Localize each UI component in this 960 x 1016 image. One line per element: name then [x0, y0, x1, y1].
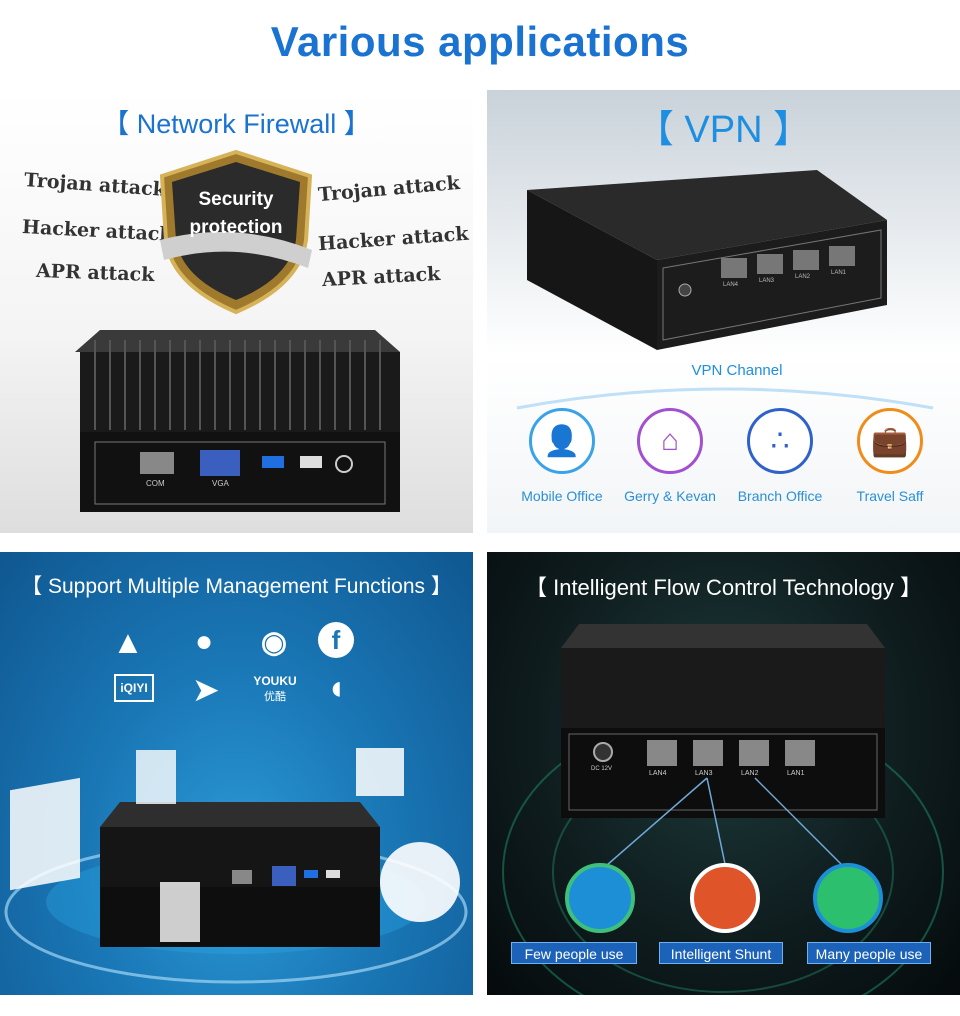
flow-lan-label-4: LAN4	[649, 770, 667, 777]
management-illustration	[4, 748, 468, 984]
house-icon: ⌂	[637, 408, 703, 474]
flow-control-panel: 【 Intelligent Flow Control Technology 】 …	[487, 552, 960, 995]
weibo-icon: ◉	[260, 625, 288, 659]
flow-caption-shunt: Intelligent Shunt	[659, 942, 783, 964]
flow-illustration	[502, 624, 944, 995]
flow-title: 【 Intelligent Flow Control Technology 】	[524, 575, 922, 600]
mini-pc-image	[75, 330, 400, 512]
flow-lan-label-1: LAN1	[787, 770, 805, 777]
iqiyi-icon: iQIYI	[114, 674, 154, 702]
management-panel: 【 Support Multiple Management Functions …	[0, 552, 473, 995]
vpn-lan-label-4: LAN4	[723, 282, 739, 288]
vpn-illustration	[527, 170, 887, 350]
port-label-com: COM	[146, 479, 165, 488]
network-firewall-panel: 【 Network Firewall 】 Trojan attack Hacke…	[0, 90, 473, 533]
penguin-icon: ▲	[112, 623, 144, 660]
vpn-lan-label-1: LAN1	[831, 270, 847, 276]
dc-label: DC 12V	[591, 766, 613, 772]
shield-text: Security protection	[189, 189, 283, 238]
luggage-person-icon: 💼	[857, 408, 923, 474]
mini-pc-image	[527, 170, 887, 350]
person-icon: 👤	[529, 408, 595, 474]
tencent-video-icon: ◖	[325, 668, 347, 707]
vpn-channel-line	[516, 387, 934, 410]
vpn-item-gerry-kevan: ⌂ Gerry & Kevan	[615, 408, 725, 504]
vpn-item-travel-saff: 💼 Travel Saff	[835, 408, 945, 504]
page-title: Various applications	[270, 18, 690, 65]
vpn-title: 【 VPN 】	[635, 109, 812, 151]
flow-lines	[598, 777, 850, 873]
intelligent-shunt-icon	[690, 863, 760, 933]
shield-icon	[159, 149, 313, 315]
vpn-item-branch-office: ∴ Branch Office	[725, 408, 835, 504]
facebook-icon: f	[318, 622, 354, 658]
many-people-icon	[813, 863, 883, 933]
wechat-icon: ●	[194, 625, 214, 658]
vpn-item-mobile-office: 👤 Mobile Office	[507, 408, 617, 504]
flow-lan-label-2: LAN2	[741, 770, 759, 777]
flow-lan-label-3: LAN3	[695, 770, 713, 777]
vpn-lan-label-2: LAN2	[795, 274, 811, 280]
flow-caption-few: Few people use	[511, 942, 637, 964]
youku-icon: YOUKU 优酷	[253, 674, 297, 703]
mini-pc-image	[100, 802, 380, 947]
flow-caption-many: Many people use	[807, 942, 931, 964]
few-people-icon	[565, 863, 635, 933]
vpn-channel-label: VPN Channel	[691, 362, 783, 379]
firewall-illustration	[75, 149, 400, 512]
mini-pc-image	[561, 624, 885, 818]
management-title: 【 Support Multiple Management Functions …	[21, 575, 452, 598]
bird-icon: ➤	[193, 673, 219, 707]
firewall-title: 【 Network Firewall 】	[102, 109, 371, 139]
port-label-vga: VGA	[212, 479, 229, 488]
network-people-icon: ∴	[747, 408, 813, 474]
vpn-panel: 【 VPN 】 LAN4 LAN3 LAN2 LAN1 VPN Channel …	[487, 90, 960, 533]
vpn-lan-label-3: LAN3	[759, 278, 775, 284]
